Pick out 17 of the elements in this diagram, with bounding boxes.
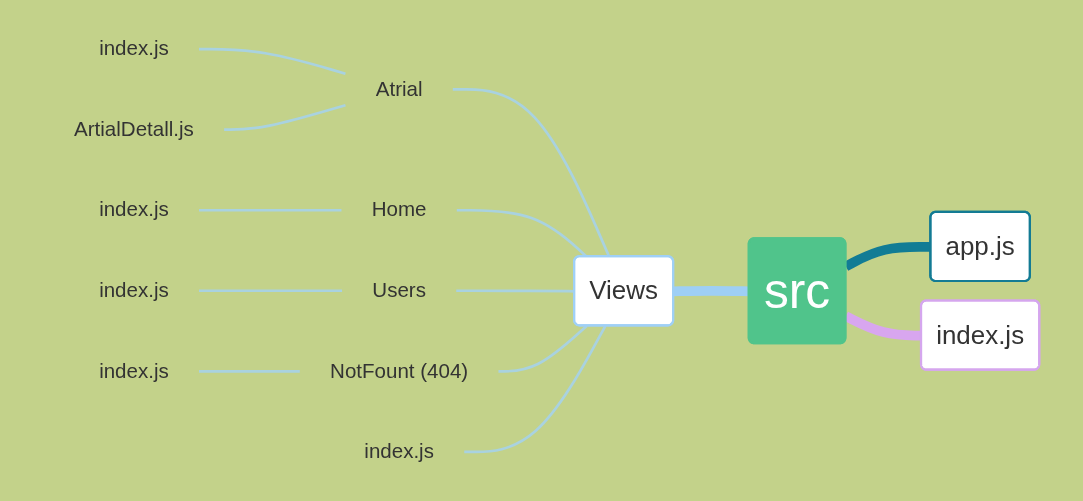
connector	[224, 103, 346, 132]
node-text: index.js	[364, 439, 434, 463]
node-text: ArtialDetall.js	[74, 117, 194, 141]
node-text: index.js	[99, 198, 169, 221]
connector	[464, 325, 607, 454]
connector	[199, 208, 342, 212]
connector	[199, 47, 346, 75]
node-text: Users	[372, 278, 426, 302]
connector	[199, 369, 300, 373]
node-text: Atrial	[375, 77, 423, 100]
node-text: Home	[371, 198, 427, 221]
node-text: index.js	[99, 278, 169, 302]
node-text: NotFount (404)	[330, 359, 469, 382]
connector	[456, 289, 575, 293]
node-text: index.js	[99, 37, 169, 60]
node-text: index.js	[99, 359, 169, 382]
connector	[199, 289, 343, 293]
